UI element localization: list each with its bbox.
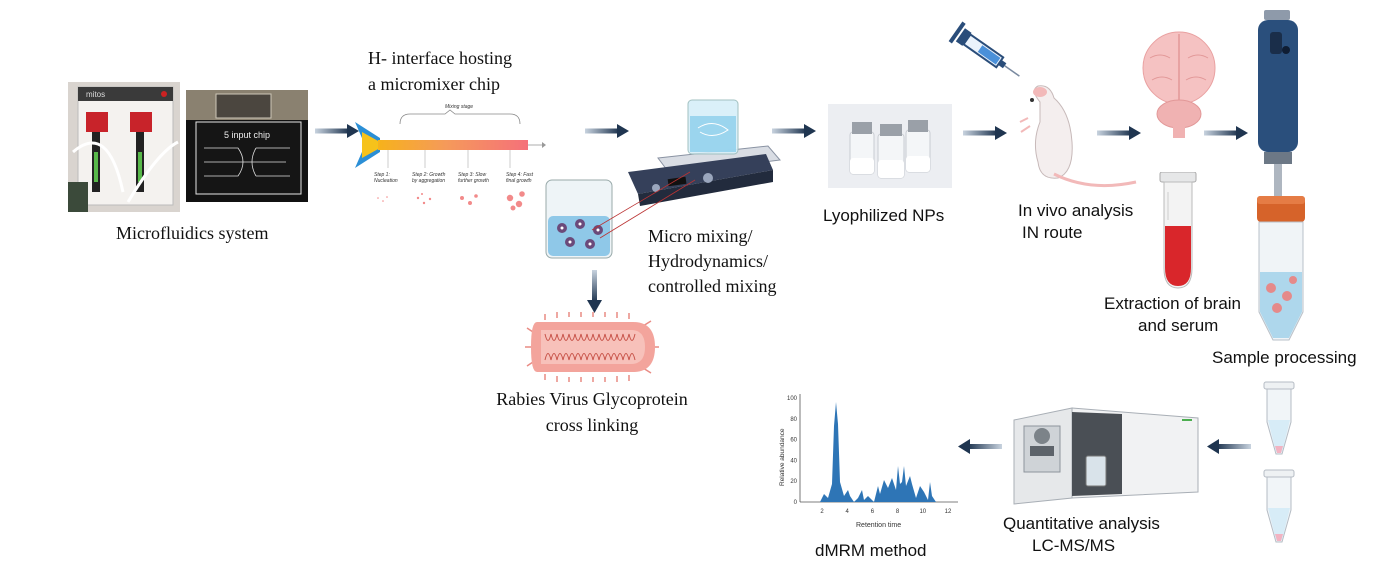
chromatogram-xlabel: Retention time: [856, 522, 901, 529]
x-tick-label: 6: [871, 509, 875, 515]
chromatogram: 0 20 40 60 80 100 2 4 6 8 10 12 Relative abundance…: [779, 394, 958, 529]
mixing-channel: [378, 140, 528, 150]
falcon-tube-icon: [1257, 196, 1305, 341]
label-dmrm: dMRM method: [815, 541, 927, 560]
label-h-interface-line1: H- interface hosting: [368, 48, 512, 68]
x-tick-label: 8: [896, 509, 900, 515]
label-invivo-line2: IN route: [1022, 223, 1083, 242]
eppendorf-tube-1-icon: [1263, 381, 1295, 455]
step-2-line1: Step 2: Growth: [412, 172, 446, 178]
label-micro-mixing-line2: Hydrodynamics/: [648, 251, 768, 271]
magnetic-stirrer-icon: [628, 99, 781, 206]
micromixer-diagram: Mixing stage Step 1: Nucleation Step 2: …: [355, 104, 546, 211]
device-brand-text: mitos: [86, 90, 105, 99]
lcms-instrument-icon: [1013, 407, 1199, 505]
label-quant-line1: Quantitative analysis: [1003, 514, 1160, 533]
x-tick-label: 4: [846, 509, 850, 515]
arrow-down: [587, 270, 602, 313]
step-3-line1: Step 3: Slow: [458, 172, 486, 178]
chromatogram-ylabel: Relative abundance: [779, 428, 786, 486]
beaker-nanoparticles-icon: [545, 179, 613, 259]
micromixer-chip-photo: 5 input chip: [186, 90, 308, 202]
step-2-line2: by aggregation: [412, 178, 445, 184]
label-quant-line2: LC-MS/MS: [1032, 536, 1116, 555]
y-tick-label: 20: [790, 479, 797, 485]
y-tick-label: 100: [787, 396, 798, 402]
step-4-line1: Step 4: Fast: [506, 172, 534, 178]
chromatogram-x-ticks: 2 4 6 8 10 12: [820, 509, 952, 515]
chromatogram-y-ticks: 0 20 40 60 80 100: [787, 396, 798, 506]
y-tick-label: 60: [790, 438, 797, 444]
y-tick-label: 0: [794, 500, 798, 506]
x-tick-label: 2: [820, 509, 824, 515]
lyophilized-vials-photo: [828, 104, 952, 188]
mixing-stage-bracket: [399, 109, 521, 125]
step-1-line1: Step 1:: [374, 172, 390, 178]
label-sample-processing: Sample processing: [1212, 348, 1357, 367]
rabies-virus-icon: [525, 312, 659, 382]
label-rabies-line2: cross linking: [545, 415, 639, 435]
arrow-left-1: [1207, 439, 1251, 454]
label-extraction-line2: and serum: [1138, 316, 1219, 335]
vials-icon: [849, 120, 931, 179]
label-invivo-line1: In vivo analysis: [1018, 201, 1134, 220]
step-3-line2: further growth: [458, 178, 489, 184]
chromatogram-peaks: [820, 402, 936, 502]
arrow-right-4: [963, 126, 1007, 140]
brain-icon: [1142, 31, 1216, 138]
label-extraction-line1: Extraction of brain: [1104, 294, 1242, 313]
label-micro-mixing-line3: controlled mixing: [648, 276, 777, 296]
label-h-interface-line2: a micromixer chip: [368, 74, 500, 94]
mouse-icon: [1019, 85, 1137, 188]
arrow-left-2: [958, 439, 1002, 454]
step-4-line2: final growth: [506, 178, 532, 184]
step-1-line2: Nucleation: [374, 178, 398, 184]
chip-icon: 5 input chip: [186, 90, 308, 195]
chip-name-text: 5 input chip: [224, 130, 270, 140]
pump-device-icon: mitos: [68, 82, 180, 212]
syringe-icon: [948, 21, 1020, 77]
label-micro-mixing-line1: Micro mixing/: [648, 226, 753, 246]
label-microfluidics: Microfluidics system: [116, 223, 269, 243]
zoom-lines: [591, 171, 696, 239]
serum-tube-icon: [1159, 172, 1197, 289]
y-tick-label: 40: [790, 458, 797, 464]
particle-growth-dots: [377, 191, 525, 211]
eppendorf-tube-2-icon: [1263, 469, 1295, 543]
label-lyophilized: Lyophilized NPs: [823, 206, 945, 225]
mixing-stage-label: Mixing stage: [445, 104, 473, 110]
x-tick-label: 12: [945, 509, 952, 515]
microfluidics-photo: mitos: [68, 82, 180, 212]
label-rabies-line1: Rabies Virus Glycoprotein: [496, 389, 688, 409]
y-tick-label: 80: [790, 417, 797, 423]
x-tick-label: 10: [919, 509, 926, 515]
